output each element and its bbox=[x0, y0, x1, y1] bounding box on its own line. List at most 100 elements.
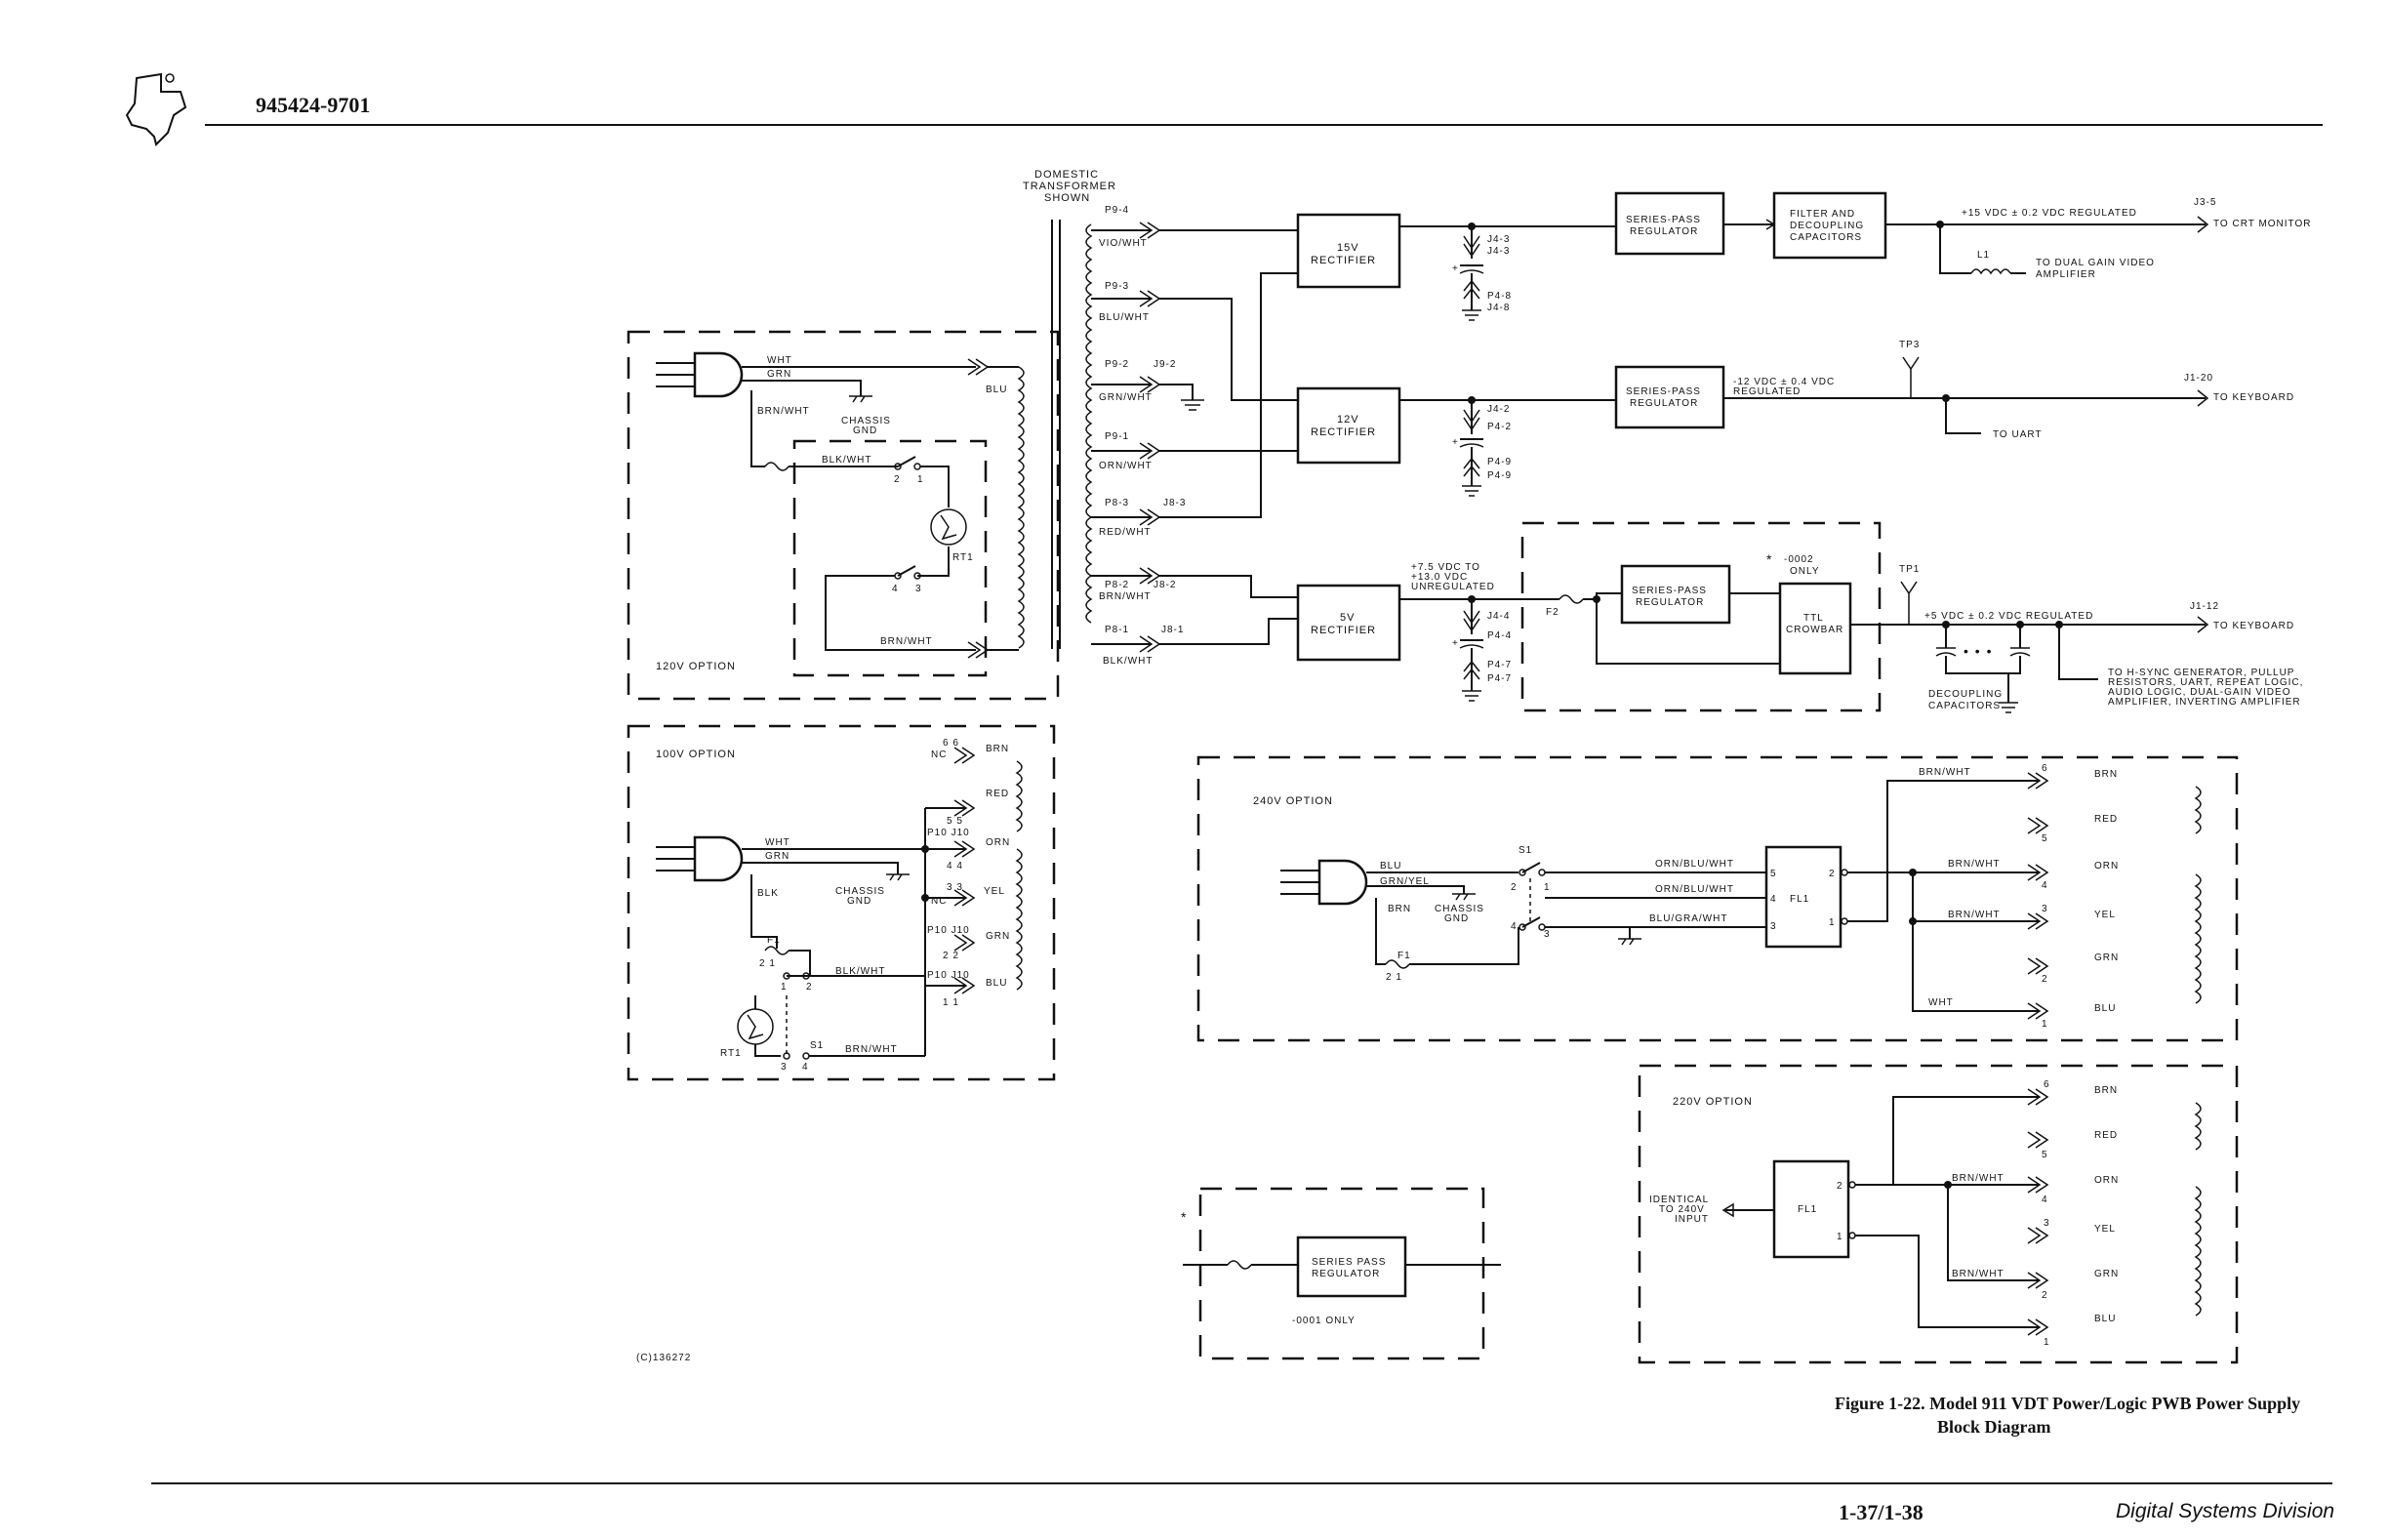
opt100-chassis-2: GND bbox=[847, 896, 871, 907]
reg15-label-2: REGULATOR bbox=[1630, 226, 1698, 237]
svg-text:+: + bbox=[1452, 638, 1459, 649]
chain-12v: J4-2 P4-2 + P4-9 P4-9 SERIES-PASS REGULA… bbox=[1399, 340, 2293, 497]
opt220-yel: YEL bbox=[2094, 1224, 2116, 1235]
opt100-yel: YEL bbox=[984, 886, 1005, 897]
opt240-red: RED bbox=[2094, 814, 2118, 825]
rectifier-5v: 5V RECTIFIER bbox=[1296, 584, 1401, 662]
pin-j8-1: J8-1 bbox=[1161, 625, 1184, 635]
opt120-brnwht: BRN/WHT bbox=[757, 406, 810, 417]
rect15-label-2: RECTIFIER bbox=[1311, 255, 1376, 266]
opt220-blu: BLU bbox=[2094, 1314, 2116, 1324]
opt240-n3: 3 bbox=[1544, 929, 1551, 940]
option-0001: * SERIES PASS REGULATOR -0001 ONLY bbox=[1181, 1187, 1501, 1360]
conn-j4-4: J4-4 bbox=[1487, 611, 1510, 622]
opt120-grn: GRN bbox=[767, 369, 791, 380]
chain-5v: +7.5 VDC TO +13.0 VDC UNREGULATED J4-4 P… bbox=[1399, 521, 2303, 713]
opt220-n1: 1 bbox=[2044, 1337, 2050, 1348]
opt240-chassis-2: GND bbox=[1444, 913, 1469, 924]
wire-orn-wht: ORN/WHT bbox=[1099, 461, 1153, 471]
opt100-p10j10-c: P10 J10 bbox=[927, 970, 970, 981]
testpoint-tp3: TP3 bbox=[1899, 340, 1920, 350]
page-number: 1-37/1-38 bbox=[1839, 1500, 1923, 1524]
opt220-n5: 5 bbox=[2042, 1150, 2048, 1160]
rect12-label-1: 12V bbox=[1337, 414, 1359, 426]
opt240-orn: ORN bbox=[2094, 861, 2119, 871]
transformer: DOMESTIC TRANSFORMER SHOWN bbox=[1023, 169, 1116, 649]
conn-p4-4: P4-4 bbox=[1487, 630, 1512, 641]
opt240-ornbluwht2: ORN/BLU/WHT bbox=[1655, 884, 1734, 895]
crowbar-label-1: TTL bbox=[1803, 613, 1824, 624]
filter-label-1: FILTER AND bbox=[1790, 209, 1855, 220]
opt100-n11: 1 1 bbox=[943, 997, 959, 1008]
opt240-fl1: FL1 bbox=[1790, 894, 1809, 905]
opt100-grn2: GRN bbox=[986, 931, 1010, 942]
opt240-n3b: 3 bbox=[2042, 904, 2048, 914]
testpoint-tp1: TP1 bbox=[1899, 564, 1920, 575]
out-plus5: +5 VDC ± 0.2 VDC REGULATED bbox=[1924, 611, 2093, 622]
opt100-n4: 4 bbox=[802, 1062, 809, 1073]
unreg-1: +7.5 VDC TO bbox=[1411, 562, 1480, 573]
division-name: Digital Systems Division bbox=[2116, 1500, 2335, 1522]
reg12-label-2: REGULATOR bbox=[1630, 398, 1698, 409]
secondary-leads: P9-4 VIO/WHT P9-3 BLU/WHT P9-2 J9-2 GRN/… bbox=[1091, 205, 1298, 667]
rect5-label-1: 5V bbox=[1340, 612, 1355, 624]
opt240-grnyel: GRN/YEL bbox=[1380, 876, 1430, 887]
opt220-title: 220V OPTION bbox=[1673, 1096, 1753, 1108]
pin-j8-2: J8-2 bbox=[1154, 580, 1176, 590]
opt240-wht: WHT bbox=[1928, 997, 1954, 1008]
filter-label-3: CAPACITORS bbox=[1790, 232, 1862, 243]
only-0002-1: -0002 bbox=[1784, 554, 1814, 565]
opt100-grn: GRN bbox=[765, 851, 790, 862]
opt120-n2: 2 bbox=[894, 474, 901, 485]
opt240-s1: S1 bbox=[1518, 845, 1532, 856]
out-dual-gain-1: TO DUAL GAIN VIDEO bbox=[2036, 258, 2155, 268]
opt220-ident-1: IDENTICAL bbox=[1649, 1195, 1709, 1205]
opt100-n3: 3 bbox=[781, 1062, 788, 1073]
opt100-n1: 1 bbox=[781, 982, 788, 993]
pin-p8-3: P8-3 bbox=[1105, 498, 1129, 508]
out-plus15: +15 VDC ± 0.2 VDC REGULATED bbox=[1962, 208, 2137, 219]
opt240-ornbluwht: ORN/BLU/WHT bbox=[1655, 859, 1734, 870]
conn-j4-3b: J4-3 bbox=[1487, 246, 1510, 257]
conn-j4-3a: J4-3 bbox=[1487, 234, 1510, 245]
opt120-title: 120V OPTION bbox=[656, 661, 736, 672]
opt240-pin3: 3 bbox=[1770, 921, 1777, 932]
out-minus12-b: REGULATED bbox=[1733, 386, 1801, 397]
opt220-grn: GRN bbox=[2094, 1269, 2119, 1279]
opt100-nc2: NC bbox=[931, 896, 947, 907]
rect12-label-2: RECTIFIER bbox=[1311, 426, 1376, 438]
conn-j4-2: J4-2 bbox=[1487, 404, 1510, 415]
wire-grn-wht: GRN/WHT bbox=[1099, 392, 1153, 403]
option-240v: 240V OPTION BLU GRN/YEL BRN CHASSIS GND … bbox=[1196, 755, 2239, 1042]
opt220-orn: ORN bbox=[2094, 1175, 2119, 1186]
rect15-label-1: 15V bbox=[1337, 242, 1359, 254]
opt240-n5: 5 bbox=[2042, 833, 2048, 844]
option-220v: 220V OPTION IDENTICAL TO 240V INPUT FL1 … bbox=[1638, 1064, 2239, 1364]
hsync-2: RESISTORS, UART, REPEAT LOGIC, bbox=[2108, 677, 2303, 688]
opt100-n55: 5 5 bbox=[947, 816, 963, 827]
only-0002-2: ONLY bbox=[1790, 566, 1820, 577]
conn-p4-9b: P4-9 bbox=[1487, 470, 1512, 481]
svg-text:• • •: • • • bbox=[1964, 643, 1993, 659]
opt120-brnwht2: BRN/WHT bbox=[880, 636, 933, 647]
opt220-fl1: FL1 bbox=[1798, 1204, 1817, 1215]
out-crt-monitor: TO CRT MONITOR bbox=[2213, 219, 2312, 229]
opt100-f1: F1 bbox=[767, 935, 781, 946]
rect5-label-2: RECTIFIER bbox=[1311, 625, 1376, 636]
hsync-3: AUDIO LOGIC, DUAL-GAIN VIDEO bbox=[2108, 687, 2290, 698]
transformer-title-3: SHOWN bbox=[1044, 192, 1090, 204]
conn-p4-7b: P4-7 bbox=[1487, 673, 1512, 684]
transformer-title-1: DOMESTIC bbox=[1034, 169, 1099, 181]
opt220-ident-2: TO 240V bbox=[1659, 1204, 1705, 1215]
transformer-title-2: TRANSFORMER bbox=[1023, 181, 1116, 192]
opt100-blu: BLU bbox=[986, 978, 1007, 989]
out-minus12-a: -12 VDC ± 0.4 VDC bbox=[1733, 377, 1835, 387]
chain-15v: J4-3 J4-3 + P4-8 J4-8 SERIES-PASS REGULA… bbox=[1399, 191, 2312, 321]
opt240-n2: 2 bbox=[1511, 882, 1518, 893]
opt120-chassis-1: CHASSIS bbox=[841, 416, 891, 426]
opt240-brnwht: BRN/WHT bbox=[1919, 767, 1971, 778]
rectifier-15v: 15V RECTIFIER bbox=[1296, 213, 1401, 289]
opt100-n44: 4 4 bbox=[947, 861, 963, 871]
filter-label-2: DECOUPLING bbox=[1790, 221, 1864, 231]
opt240-blu2: BLU bbox=[2094, 1003, 2116, 1014]
